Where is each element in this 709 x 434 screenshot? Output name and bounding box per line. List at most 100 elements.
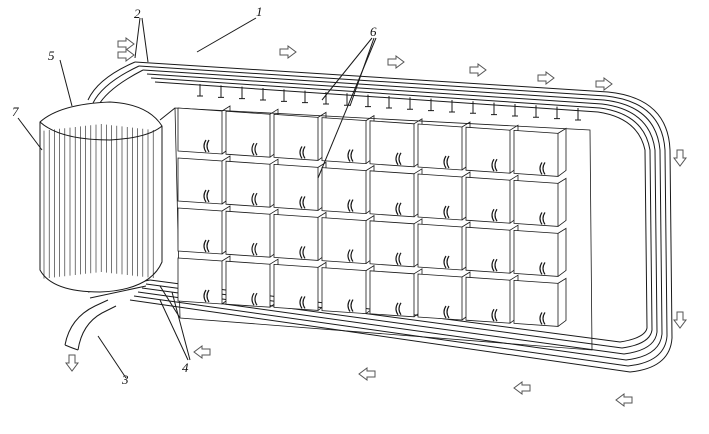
rail-clip xyxy=(512,103,518,117)
battery-module xyxy=(177,105,231,155)
rail-clip xyxy=(239,86,245,100)
connector xyxy=(203,189,210,203)
battery-module xyxy=(513,177,567,227)
battery-module xyxy=(369,118,423,168)
connector xyxy=(251,192,258,206)
battery-module xyxy=(225,108,279,158)
rail-clip xyxy=(470,101,476,114)
module-face xyxy=(369,170,415,218)
module-face xyxy=(465,126,511,174)
battery-module xyxy=(369,268,423,318)
rail-clips xyxy=(197,84,581,121)
connector xyxy=(395,302,402,316)
battery-module xyxy=(465,174,519,224)
label-3: 3 xyxy=(121,372,129,387)
rail-clip xyxy=(302,90,308,104)
module-face xyxy=(273,263,319,311)
rail-clip xyxy=(281,89,287,102)
connector xyxy=(347,249,354,262)
hollow-arrow-icon xyxy=(513,381,531,395)
hollow-arrow-icon xyxy=(673,311,687,329)
module-face xyxy=(417,123,463,171)
connector xyxy=(395,252,402,266)
label-6: 6 xyxy=(370,24,377,39)
battery-module xyxy=(417,121,471,171)
module-face xyxy=(225,260,271,308)
battery-module xyxy=(417,171,471,221)
connector xyxy=(491,158,498,172)
module-face xyxy=(225,110,271,158)
connector xyxy=(539,262,546,275)
battery-module xyxy=(465,274,519,324)
module-face xyxy=(321,217,367,265)
connector xyxy=(203,289,210,303)
module-face xyxy=(177,107,223,155)
rail-clip xyxy=(449,99,455,113)
hollow-arrow-icon xyxy=(595,77,613,91)
module-face xyxy=(273,163,319,211)
rail-clip xyxy=(407,97,413,110)
battery-module xyxy=(225,208,279,258)
battery-module xyxy=(369,218,423,268)
label-2: 2 xyxy=(134,6,141,21)
connector xyxy=(347,299,354,312)
connector xyxy=(443,255,450,269)
connector xyxy=(299,296,306,309)
battery-module xyxy=(225,158,279,208)
battery-module xyxy=(273,161,327,211)
module-face xyxy=(369,270,415,318)
rail-clip xyxy=(386,95,392,109)
rail-clip xyxy=(533,105,539,118)
module-face xyxy=(321,117,367,165)
rail-clip xyxy=(197,84,203,97)
hollow-arrow-icon xyxy=(117,37,135,51)
connector xyxy=(347,149,354,162)
rail-clip xyxy=(323,91,329,105)
module-face xyxy=(417,273,463,321)
module-side xyxy=(557,227,567,277)
leader-lines xyxy=(17,17,377,379)
battery-module xyxy=(177,155,231,205)
module-face xyxy=(273,213,319,261)
battery-module-array xyxy=(177,105,567,327)
battery-module xyxy=(417,271,471,321)
module-face xyxy=(417,173,463,221)
hollow-arrow-icon xyxy=(193,345,211,359)
hollow-arrow-icon xyxy=(673,149,687,167)
connector xyxy=(539,312,546,325)
hollow-arrow-icon xyxy=(279,45,297,59)
module-face xyxy=(225,160,271,208)
battery-module xyxy=(225,258,279,308)
label-5: 5 xyxy=(48,48,55,63)
connector xyxy=(203,139,210,153)
module-face xyxy=(321,167,367,215)
rail-clip xyxy=(554,106,560,120)
battery-module xyxy=(177,255,231,305)
connector xyxy=(203,239,210,253)
rail-clip xyxy=(365,94,371,108)
connector xyxy=(395,152,402,166)
battery-module xyxy=(321,114,375,165)
hollow-arrow-icon xyxy=(615,393,633,407)
module-face xyxy=(465,226,511,274)
connector xyxy=(299,196,306,209)
rail-clip xyxy=(260,87,266,101)
hollow-arrow-icon xyxy=(358,367,376,381)
module-face xyxy=(417,223,463,271)
module-face xyxy=(177,157,223,205)
module-face xyxy=(513,179,559,227)
connector xyxy=(539,162,546,175)
module-face xyxy=(513,229,559,277)
module-face xyxy=(369,220,415,268)
connector xyxy=(251,142,258,156)
rail-clip xyxy=(428,98,434,112)
end-cap-ribs xyxy=(43,124,154,279)
module-face xyxy=(513,279,559,327)
hollow-arrow-icon xyxy=(65,354,79,372)
module-face xyxy=(225,210,271,258)
connector xyxy=(443,305,450,319)
battery-module xyxy=(513,127,567,177)
rail-clip xyxy=(491,102,497,116)
battery-module xyxy=(465,124,519,174)
module-face xyxy=(177,207,223,255)
